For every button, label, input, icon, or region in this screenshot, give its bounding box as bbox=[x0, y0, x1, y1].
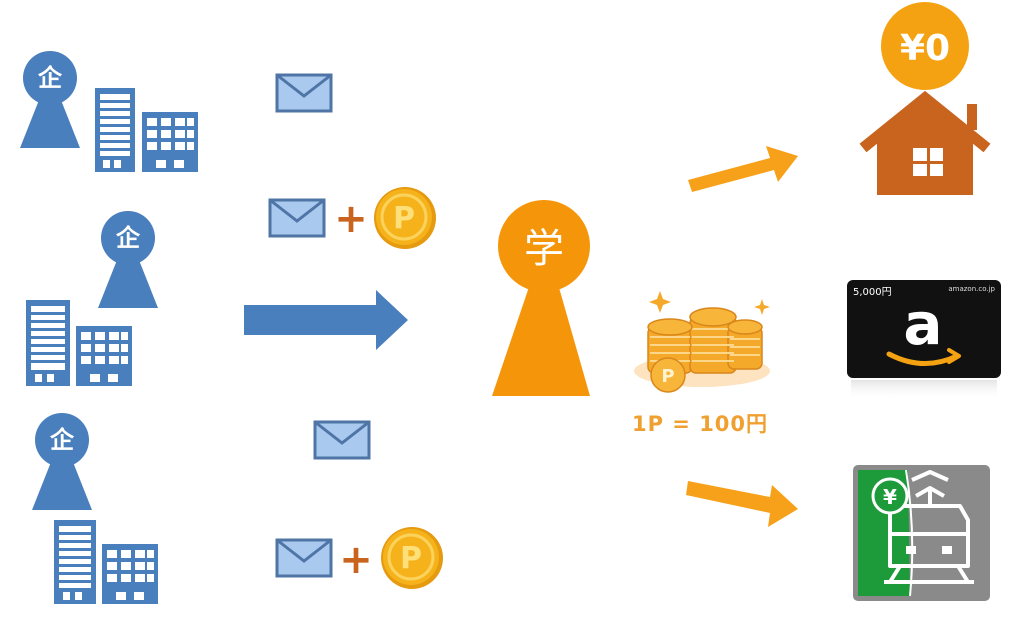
envelope-icon bbox=[275, 538, 333, 578]
plus-sign-2: + bbox=[339, 537, 373, 583]
coin-stack-label: P bbox=[661, 366, 674, 387]
companies-group: 企 企 bbox=[20, 51, 198, 604]
company-person-3: 企 bbox=[32, 413, 92, 510]
arrow-down-right-icon bbox=[686, 481, 798, 527]
plus-sign-1: + bbox=[334, 196, 368, 242]
company-2: 企 bbox=[26, 211, 158, 386]
gift-card-icon: 5,000円 amazon.co.jp a bbox=[847, 280, 1001, 400]
gift-card-logo: a bbox=[903, 290, 942, 358]
envelope-icon bbox=[313, 420, 371, 460]
company-label-1: 企 bbox=[38, 64, 63, 92]
arrow-right-icon bbox=[244, 290, 408, 350]
company-label-2: 企 bbox=[116, 224, 141, 252]
point-coin-label-2: P bbox=[400, 541, 422, 576]
messages-group: + P + P bbox=[244, 73, 443, 589]
gift-card-brand: amazon.co.jp bbox=[948, 285, 995, 293]
point-coin-icon: P bbox=[381, 527, 443, 589]
point-coin-icon: P bbox=[374, 187, 436, 249]
house-zero-yen: ¥0 bbox=[859, 2, 991, 195]
building-icon bbox=[95, 88, 198, 172]
company-1: 企 bbox=[20, 51, 198, 172]
student-label: 学 bbox=[524, 226, 564, 272]
building-icon bbox=[54, 520, 158, 604]
point-coin-stack-icon: P bbox=[634, 291, 770, 393]
house-icon bbox=[859, 90, 991, 195]
envelope-icon bbox=[275, 73, 333, 113]
gift-card-amount: 5,000円 bbox=[853, 287, 892, 298]
yen-zero-coin-icon: ¥0 bbox=[881, 2, 969, 90]
point-rate-label: 1P = 100円 bbox=[631, 412, 769, 436]
arrow-up-right-icon bbox=[688, 146, 798, 192]
company-label-3: 企 bbox=[50, 426, 75, 454]
envelope-icon bbox=[268, 198, 326, 238]
building-icon bbox=[26, 300, 132, 386]
student-person: 学 bbox=[492, 200, 590, 396]
yen-symbol: ¥ bbox=[883, 485, 897, 509]
train-pass-icon: ¥ bbox=[853, 465, 990, 601]
company-person-2: 企 bbox=[98, 211, 158, 308]
yen-zero-label: ¥0 bbox=[900, 28, 950, 69]
company-3: 企 bbox=[32, 413, 158, 604]
company-person-1: 企 bbox=[20, 51, 80, 148]
point-coin-label-1: P bbox=[393, 201, 415, 236]
